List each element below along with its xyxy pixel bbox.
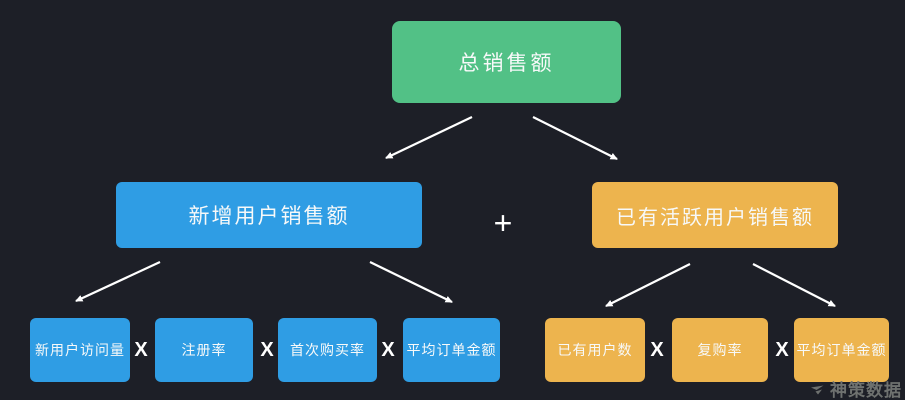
sensorsdata-logo-icon xyxy=(811,385,824,395)
node-new-user-visits-label: 新用户访问量 xyxy=(35,342,125,358)
node-registration-rate: 注册率 xyxy=(155,318,253,382)
node-new-user-sales: 新增用户销售额 xyxy=(116,182,422,248)
node-first-purchase-rate: 首次购买率 xyxy=(278,318,377,382)
node-new-user-visits: 新用户访问量 xyxy=(30,318,130,382)
times-operator-5: X xyxy=(775,339,789,361)
node-repurchase-rate-label: 复购率 xyxy=(697,342,743,358)
arrow-right-branch-to-last-leaf xyxy=(752,263,836,307)
node-existing-active-user-sales: 已有活跃用户销售额 xyxy=(592,182,838,248)
times-operator-1: X xyxy=(134,339,148,361)
arrow-root-to-right-branch xyxy=(532,116,618,160)
times-operator-2: X xyxy=(260,339,274,361)
node-average-order-amount-right-label: 平均订单金额 xyxy=(796,342,887,358)
node-total-sales: 总销售额 xyxy=(392,21,621,103)
node-new-user-sales-label: 新增用户销售额 xyxy=(188,205,350,228)
node-repurchase-rate: 复购率 xyxy=(672,318,768,382)
arrow-right-branch-to-first-leaf xyxy=(605,263,691,307)
brand-watermark-text: 神策数据 xyxy=(830,381,902,400)
times-operator-3: X xyxy=(381,339,395,361)
node-total-sales-label: 总销售额 xyxy=(458,52,555,75)
node-existing-user-count: 已有用户数 xyxy=(545,318,645,382)
node-average-order-amount-left: 平均订单金额 xyxy=(403,318,500,382)
node-first-purchase-rate-label: 首次购买率 xyxy=(290,342,365,358)
plus-operator: + xyxy=(493,205,513,241)
arrow-left-branch-to-last-leaf xyxy=(369,261,453,303)
node-existing-active-user-sales-label: 已有活跃用户销售额 xyxy=(616,206,814,229)
times-operator-4: X xyxy=(650,339,664,361)
node-existing-user-count-label: 已有用户数 xyxy=(557,342,633,358)
arrow-left-branch-to-first-leaf xyxy=(75,261,161,302)
arrow-root-to-left-branch xyxy=(385,116,473,159)
node-average-order-amount-right: 平均订单金额 xyxy=(794,318,889,382)
node-average-order-amount-left-label: 平均订单金额 xyxy=(406,342,497,358)
brand-watermark: 神策数据 xyxy=(810,381,902,400)
node-registration-rate-label: 注册率 xyxy=(181,342,227,358)
